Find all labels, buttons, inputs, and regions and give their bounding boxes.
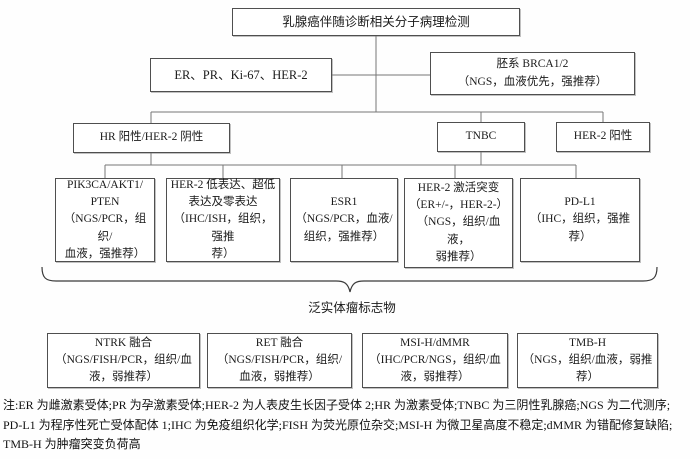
node-ntrk-fusion: NTRK 融合 （NGS/FISH/PCR，组织/血 液，弱推荐） — [47, 333, 200, 388]
node-pd-l1: PD-L1 （IHC，组织，强推荐） — [520, 178, 640, 262]
node-tmb-h: TMB-H （NGS，组织/血液，弱推荐） — [517, 333, 658, 388]
node-her2-low-expression: HER-2 低表达、超低 表达及零表达 （IHC/ISH，组织，强推 荐） — [166, 178, 280, 262]
node-germline-brca: 胚系 BRCA1/2 （NGS，血液优先，强推荐） — [430, 52, 635, 95]
footnote: 注:ER 为雌激素受体;PR 为孕激素受体;HER-2 为人表皮生长因子受体 2… — [3, 398, 673, 451]
node-tnbc: TNBC — [437, 122, 525, 152]
node-hr-positive-her2-negative: HR 阳性/HER-2 阴性 — [73, 123, 230, 153]
node-pik3ca-akt1-pten: PIK3CA/AKT1/ PTEN （NGS/PCR，组织/ 血液，强推荐） — [55, 178, 155, 262]
node-esr1: ESR1 （NGS/PCR，血液/ 组织，强推荐） — [290, 178, 398, 262]
node-her2-positive: HER-2 阳性 — [556, 122, 650, 152]
curly-brace — [41, 266, 658, 293]
pan-tumor-markers-label: 泛实体瘤标志物 — [308, 301, 396, 315]
node-her2-activating-mutation: HER-2 激活突变 （ER+/-，HER-2-） （NGS，组织/血液， 弱推… — [404, 178, 513, 268]
node-ret-fusion: RET 融合 （NGS/FISH/PCR，组织/ 血液，弱推荐） — [207, 333, 352, 388]
connector-group — [104, 36, 604, 178]
node-msi-h-dmmr: MSI-H/dMMR （IHC/PCR/NGS，组织/血 液，弱推荐） — [362, 333, 508, 388]
node-er-pr-ki67-her2: ER、PR、Ki-67、HER-2 — [150, 58, 332, 92]
node-root: 乳腺癌伴随诊断相关分子病理检测 — [232, 8, 520, 36]
